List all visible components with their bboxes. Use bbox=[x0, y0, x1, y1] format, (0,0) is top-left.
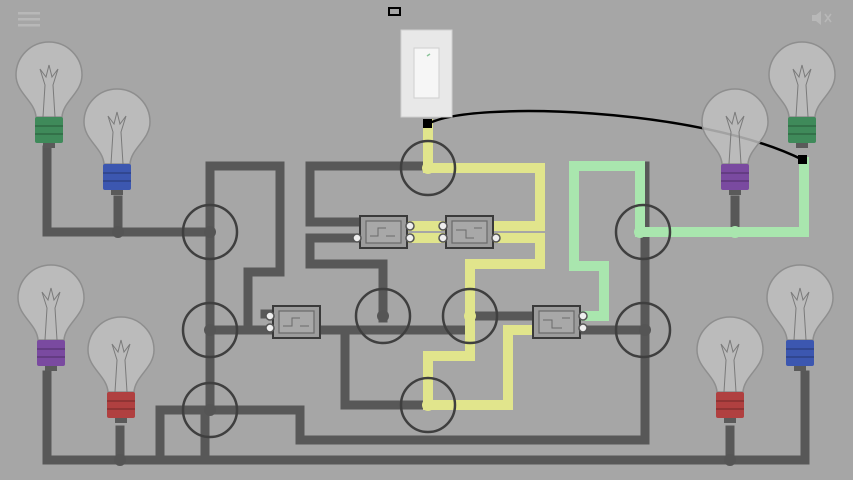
bulb-base bbox=[35, 117, 63, 143]
light-bulb-left-top-inner bbox=[83, 88, 151, 195]
bulb-tip bbox=[794, 366, 806, 371]
junction-dot bbox=[724, 454, 736, 466]
bulb-filament bbox=[790, 287, 810, 341]
bulb-glass bbox=[87, 316, 155, 393]
bulb-filament bbox=[39, 64, 59, 118]
node-center-right[interactable] bbox=[441, 287, 499, 345]
light-bulb-right-bottom-inner bbox=[696, 316, 764, 423]
bulb-base bbox=[788, 117, 816, 143]
bulb-glass bbox=[766, 264, 834, 341]
bulb-filament bbox=[720, 339, 740, 393]
node-left-upper[interactable] bbox=[181, 203, 239, 261]
node-right-upper[interactable] bbox=[614, 203, 672, 261]
bulb-glass bbox=[768, 41, 836, 118]
bulb-glass bbox=[83, 88, 151, 165]
bulb-filament bbox=[41, 287, 61, 341]
light-bulb-right-top-inner bbox=[701, 88, 769, 195]
bulb-filament bbox=[107, 111, 127, 165]
node-top[interactable] bbox=[399, 139, 457, 197]
junction-dot bbox=[114, 454, 126, 466]
level-indicator-icon bbox=[388, 7, 401, 16]
bulbs bbox=[15, 41, 836, 423]
gate-middle-left[interactable] bbox=[265, 305, 321, 339]
bulb-tip bbox=[115, 418, 127, 423]
hamburger-menu-icon[interactable] bbox=[18, 12, 40, 27]
bulb-glass bbox=[701, 88, 769, 165]
bulb-tip bbox=[45, 366, 57, 371]
bulb-base bbox=[716, 392, 744, 418]
bulb-tip bbox=[43, 143, 55, 148]
bulb-tip bbox=[729, 190, 741, 195]
gate-upper-right[interactable] bbox=[438, 215, 501, 249]
bulb-filament bbox=[792, 64, 812, 118]
bulb-base bbox=[107, 392, 135, 418]
bulb-base bbox=[103, 164, 131, 190]
junction-dot bbox=[112, 226, 124, 238]
node-left-lower[interactable] bbox=[181, 381, 239, 439]
cable-connector bbox=[423, 119, 432, 128]
light-bulb-right-top-outer bbox=[768, 41, 836, 148]
bulb-filament bbox=[725, 111, 745, 165]
light-bulb-left-bottom-inner bbox=[87, 316, 155, 423]
bulb-tip bbox=[796, 143, 808, 148]
bulb-base bbox=[786, 340, 814, 366]
switch-toggle bbox=[413, 47, 440, 99]
bulb-glass bbox=[15, 41, 83, 118]
node-right-lower[interactable] bbox=[614, 301, 672, 359]
bulb-glass bbox=[696, 316, 764, 393]
bulb-glass bbox=[17, 264, 85, 341]
bulb-tip bbox=[111, 190, 123, 195]
bulb-base bbox=[37, 340, 65, 366]
bulb-base bbox=[721, 164, 749, 190]
bulb-filament bbox=[111, 339, 131, 393]
light-bulb-right-bottom-outer bbox=[766, 264, 834, 371]
gate-middle-right[interactable] bbox=[532, 305, 588, 339]
dark-wires bbox=[42, 145, 810, 465]
node-bottom[interactable] bbox=[399, 376, 457, 434]
node-left-middle[interactable] bbox=[181, 301, 239, 359]
node-center-left[interactable] bbox=[354, 287, 412, 345]
green-wires bbox=[569, 157, 809, 321]
cable-connector bbox=[798, 155, 807, 164]
light-bulb-left-top-outer bbox=[15, 41, 83, 148]
light-switch[interactable] bbox=[400, 29, 453, 118]
speaker-mute-icon[interactable] bbox=[812, 11, 832, 25]
junction-dot bbox=[729, 226, 741, 238]
light-bulb-left-bottom-outer bbox=[17, 264, 85, 371]
gate-upper-left[interactable] bbox=[352, 215, 415, 249]
bulb-tip bbox=[724, 418, 736, 423]
